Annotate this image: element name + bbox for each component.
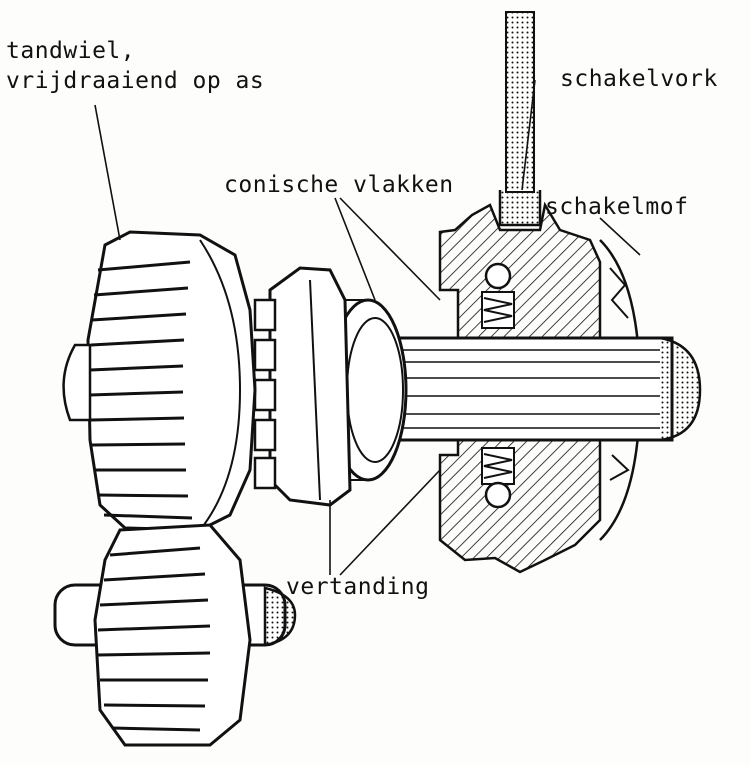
main-shaft (370, 336, 702, 442)
layshaft-gear (53, 523, 297, 747)
label-tandwiel-line1: tandwiel, (6, 38, 136, 64)
dog-teeth-ring (253, 266, 352, 507)
label-tandwiel: tandwiel, vrijdraaiend op as (6, 36, 264, 96)
label-vertanding: vertanding (286, 574, 430, 600)
shift-sleeve (438, 201, 642, 574)
label-schakelmof: schakelmof (545, 194, 689, 220)
label-schakelvork: schakelvork (560, 66, 718, 92)
label-tandwiel-line2: vrijdraaiend op as (6, 68, 265, 94)
free-gear (62, 230, 257, 532)
leader-lines (94, 79, 641, 576)
shift-fork-rod (498, 11, 542, 227)
label-conische-vlakken: conische vlakken (224, 172, 454, 198)
